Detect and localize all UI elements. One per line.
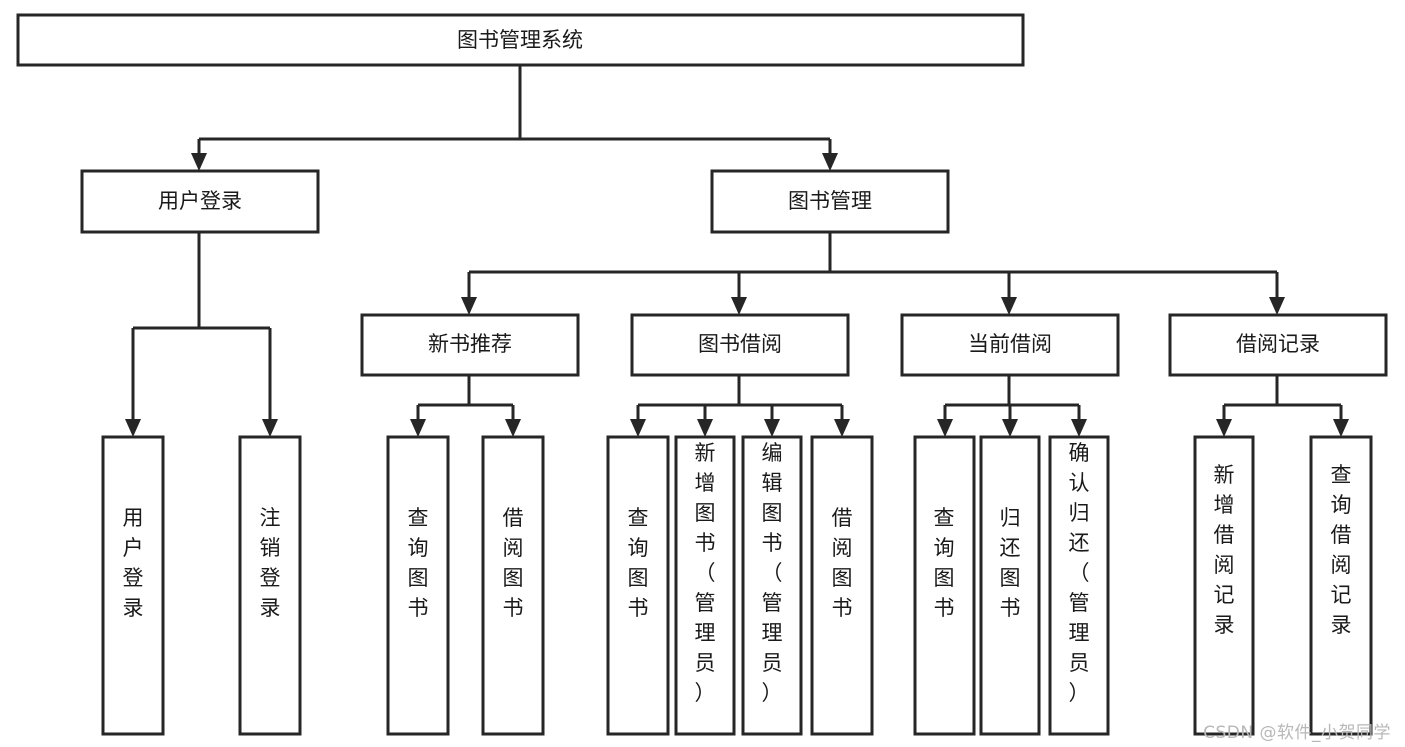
arrowhead-bb-leaf-2 [697, 419, 713, 437]
leaf-bb-add-book-label: 新增图书（管理员） [695, 441, 716, 705]
node-current-borrow-box[interactable] [900, 313, 1120, 377]
leaf-br-query-record[interactable]: 查询借阅记录 [1309, 435, 1373, 736]
node-book-borrow[interactable]: 图书借阅 [630, 313, 850, 377]
node-borrow-record-box[interactable] [1168, 313, 1388, 377]
leaf-br-add-record-box[interactable] [1193, 435, 1255, 736]
leaf-bb-borrow-book[interactable]: 借阅图书 [810, 435, 874, 736]
leaf-bb-edit-book[interactable]: 编辑图书（管理员） [741, 435, 803, 736]
arrowhead-bb-leaf-1 [630, 419, 646, 437]
leaf-cb-return-book-label: 归还图书 [1000, 506, 1021, 620]
leaf-bb-query-book-label: 查询图书 [628, 506, 649, 620]
node-new-book-recommend[interactable]: 新书推荐 [360, 313, 580, 377]
node-root-label: 图书管理系统 [457, 28, 583, 52]
leaf-cb-query-book-label: 查询图书 [934, 506, 955, 620]
arrowhead-current-borrow [1001, 297, 1017, 315]
node-current-borrow-label: 当前借阅 [968, 332, 1052, 356]
node-root-box[interactable] [16, 13, 1025, 67]
node-root[interactable]: 图书管理系统 [16, 13, 1025, 67]
leaf-br-add-record[interactable]: 新增借阅记录 [1193, 435, 1255, 736]
leaf-logout-box[interactable] [238, 435, 302, 736]
leaf-cb-query-book[interactable]: 查询图书 [913, 435, 976, 736]
arrowhead-nb-leaf-1 [410, 419, 426, 437]
node-book-management-label: 图书管理 [788, 189, 872, 213]
node-current-borrow[interactable]: 当前借阅 [900, 313, 1120, 377]
leaf-br-query-record-label: 查询借阅记录 [1331, 463, 1352, 637]
node-book-borrow-label: 图书借阅 [698, 332, 782, 356]
leaf-user-login-box[interactable] [101, 435, 165, 736]
node-user-login-label: 用户登录 [158, 189, 242, 213]
node-book-borrow-box[interactable] [630, 313, 850, 377]
leaf-bb-query-book[interactable]: 查询图书 [606, 435, 670, 736]
leaf-bb-edit-book-box[interactable] [741, 435, 803, 736]
arrowhead-book-mgmt [822, 153, 838, 171]
leaf-bb-borrow-book-box[interactable] [810, 435, 874, 736]
node-new-book-recommend-box[interactable] [360, 313, 580, 377]
leaf-user-login[interactable]: 用户登录 [101, 435, 165, 736]
leaf-logout-label: 注销登录 [260, 506, 281, 620]
leaf-nb-query-book-box[interactable] [386, 435, 450, 736]
leaf-cb-return-book[interactable]: 归还图书 [979, 435, 1041, 736]
arrowhead-borrow-record [1269, 297, 1285, 315]
leaf-cb-query-book-box[interactable] [913, 435, 976, 736]
leaf-nb-query-book-label: 查询图书 [408, 506, 429, 620]
arrowhead-cb-leaf-3 [1071, 419, 1087, 437]
node-borrow-record-label: 借阅记录 [1236, 332, 1320, 356]
node-book-management[interactable]: 图书管理 [710, 169, 950, 234]
arrowhead-leaf-user-login [125, 419, 141, 437]
connector-layer [125, 65, 1349, 437]
leaf-cb-return-book-box[interactable] [979, 435, 1041, 736]
arrowhead-borrow-book [731, 297, 747, 315]
leaf-cb-confirm-return-box[interactable] [1048, 435, 1110, 736]
leaf-bb-add-book-box[interactable] [674, 435, 736, 736]
leaf-br-add-record-label: 新增借阅记录 [1214, 463, 1235, 637]
leaf-bb-borrow-book-label: 借阅图书 [832, 506, 853, 620]
node-user-login[interactable]: 用户登录 [80, 169, 320, 234]
arrowhead-leaf-logout [262, 419, 278, 437]
node-book-management-box[interactable] [710, 169, 950, 234]
arrowhead-cb-leaf-2 [1002, 419, 1018, 437]
arrowhead-new-book [461, 297, 477, 315]
leaf-user-login-label: 用户登录 [123, 506, 144, 620]
leaf-bb-edit-book-label: 编辑图书（管理员） [762, 441, 783, 705]
leaf-nb-borrow-book[interactable]: 借阅图书 [481, 435, 545, 736]
leaf-cb-confirm-return-label: 确认归还（管理员） [1069, 441, 1090, 705]
arrowhead-br-leaf-1 [1216, 419, 1232, 437]
node-borrow-record[interactable]: 借阅记录 [1168, 313, 1388, 377]
arrowhead-br-leaf-2 [1333, 419, 1349, 437]
leaf-bb-query-book-box[interactable] [606, 435, 670, 736]
leaf-bb-add-book[interactable]: 新增图书（管理员） [674, 435, 736, 736]
node-new-book-recommend-label: 新书推荐 [428, 332, 512, 356]
leaf-nb-borrow-book-label: 借阅图书 [503, 506, 524, 620]
leaf-logout[interactable]: 注销登录 [238, 435, 302, 736]
arrowhead-bb-leaf-3 [764, 419, 780, 437]
arrowhead-bb-leaf-4 [834, 419, 850, 437]
leaf-nb-query-book[interactable]: 查询图书 [386, 435, 450, 736]
arrowhead-user-login [191, 153, 207, 171]
node-user-login-box[interactable] [80, 169, 320, 234]
leaf-cb-confirm-return[interactable]: 确认归还（管理员） [1048, 435, 1110, 736]
leaf-br-query-record-box[interactable] [1309, 435, 1373, 736]
arrowhead-nb-leaf-2 [505, 419, 521, 437]
leaf-nb-borrow-book-box[interactable] [481, 435, 545, 736]
arrowhead-cb-leaf-1 [937, 419, 953, 437]
